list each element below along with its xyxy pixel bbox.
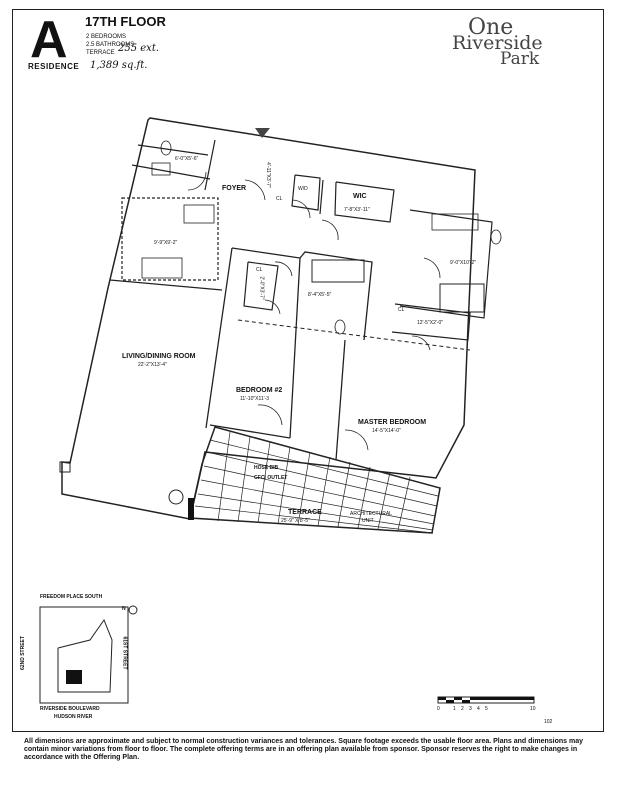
bedroom2-dim: 11'-10"X11'-3 <box>240 396 270 402</box>
scale-label-4: 4 <box>477 706 480 712</box>
kitchen-dim: 9'-9"X9'-2" <box>154 240 178 246</box>
page-border <box>12 9 604 732</box>
room-master-bedroom: MASTER BEDROOM <box>358 419 427 426</box>
living-dim: 22'-2"X13'-4" <box>138 362 167 368</box>
handwritten-terrace-size: 255 ext. <box>118 43 160 54</box>
north-arrow <box>128 605 138 615</box>
room-terrace: TERRACE <box>288 509 322 516</box>
detail-terrace: TERRACE <box>86 50 115 56</box>
scale-label-2: 2 <box>461 706 464 712</box>
column <box>168 489 184 505</box>
master-closet-dim: 12'-5"X2'-0" <box>417 320 444 326</box>
logo-park: Park <box>500 49 540 69</box>
bedroom2-closet-dim: 2'-0"X3'-7" <box>258 276 265 300</box>
keyplan-street-right: 61ST STREET <box>121 636 128 670</box>
floor-title: 17TH FLOOR <box>85 14 166 29</box>
master-closet-outline <box>391 303 471 341</box>
keyplan-unit-marker <box>66 670 82 684</box>
keyplan-building <box>57 618 113 693</box>
washer-dryer-label: W/D <box>298 186 308 192</box>
room-bedroom2: BEDROOM #2 <box>236 387 283 394</box>
scale-label-10: 10 <box>530 706 536 712</box>
logo-riverside: Riverside <box>452 32 543 54</box>
kitchen-outline <box>121 197 219 281</box>
column-square <box>59 461 71 473</box>
entry-marker <box>255 128 270 138</box>
master-bath-dim: 9'-0"X10'-2" <box>450 260 477 266</box>
shower-master <box>439 283 485 313</box>
keyplan-street-bottom: RIVERSIDE BOULEVARD <box>40 706 100 712</box>
terrace-dim: 25'-9" X 8'-5" <box>281 518 310 524</box>
bedroom2-closet <box>243 261 279 311</box>
handwritten-total-size: 1,389 sq.ft. <box>90 60 148 71</box>
hose-bib-label: HOSE BIB <box>254 465 279 471</box>
logo-one: One <box>468 15 514 40</box>
residence-letter: A <box>30 11 68 69</box>
keyplan-street-left: 62ND STREET <box>19 636 26 670</box>
foyer-closet-dim: 4'-11"X3'-7" <box>264 162 271 188</box>
scale-label-1: 1 <box>453 706 456 712</box>
powder-dim: 6'-0"X5'-6" <box>175 156 199 162</box>
kitchen-sink <box>141 257 183 279</box>
bath2-toilet <box>334 319 346 335</box>
master-dim: 14'-5"X14'-0" <box>372 428 401 434</box>
wic-dim: 7'-8"X3'-11" <box>344 207 370 213</box>
kitchen-counter <box>183 204 215 224</box>
room-wic: WIC <box>353 193 367 200</box>
keyplan-street-top: FREEDOM PLACE SOUTH <box>40 594 103 600</box>
laundry-closet <box>291 174 321 211</box>
tub-bath2 <box>311 259 365 283</box>
detail-bathrooms: 2.5 BATHROOMS <box>86 42 135 48</box>
detail-bedrooms: 2 BEDROOMS <box>86 34 127 40</box>
wic-outline <box>334 181 395 223</box>
keyplan-river: HUDSON RIVER <box>54 714 93 720</box>
disclaimer: All dimensions are approximate and subje… <box>24 738 584 761</box>
arch-unit-label-1: ARCHITECTURAL <box>350 511 392 517</box>
cl-label-master: CL <box>398 307 405 313</box>
powder-toilet <box>160 140 172 156</box>
master-vanity <box>431 213 479 231</box>
master-toilet <box>490 229 502 245</box>
scale-label-0: 0 <box>437 706 440 712</box>
page-number: 102 <box>544 719 553 725</box>
scale-label-3: 3 <box>469 706 472 712</box>
cl-label-bedroom2: CL <box>256 267 263 273</box>
cl-label-foyer: CL <box>276 196 283 202</box>
terrace-outline <box>189 426 441 534</box>
room-foyer: FOYER <box>222 185 247 192</box>
residence-label: RESIDENCE <box>28 62 80 71</box>
terrace-paving-grid <box>194 431 439 534</box>
room-living-dining: LIVING/DINING ROOM <box>122 353 196 360</box>
powder-sink <box>151 162 171 176</box>
north-label: N <box>122 606 126 612</box>
arch-unit-label-2: UNIT <box>362 518 374 524</box>
keyplan-frame <box>39 606 129 704</box>
scale-label-5: 5 <box>485 706 488 712</box>
gfci-label: GFCI OUTLET <box>254 475 288 481</box>
bath2-dim: 8'-4"X5'-5" <box>308 292 332 298</box>
